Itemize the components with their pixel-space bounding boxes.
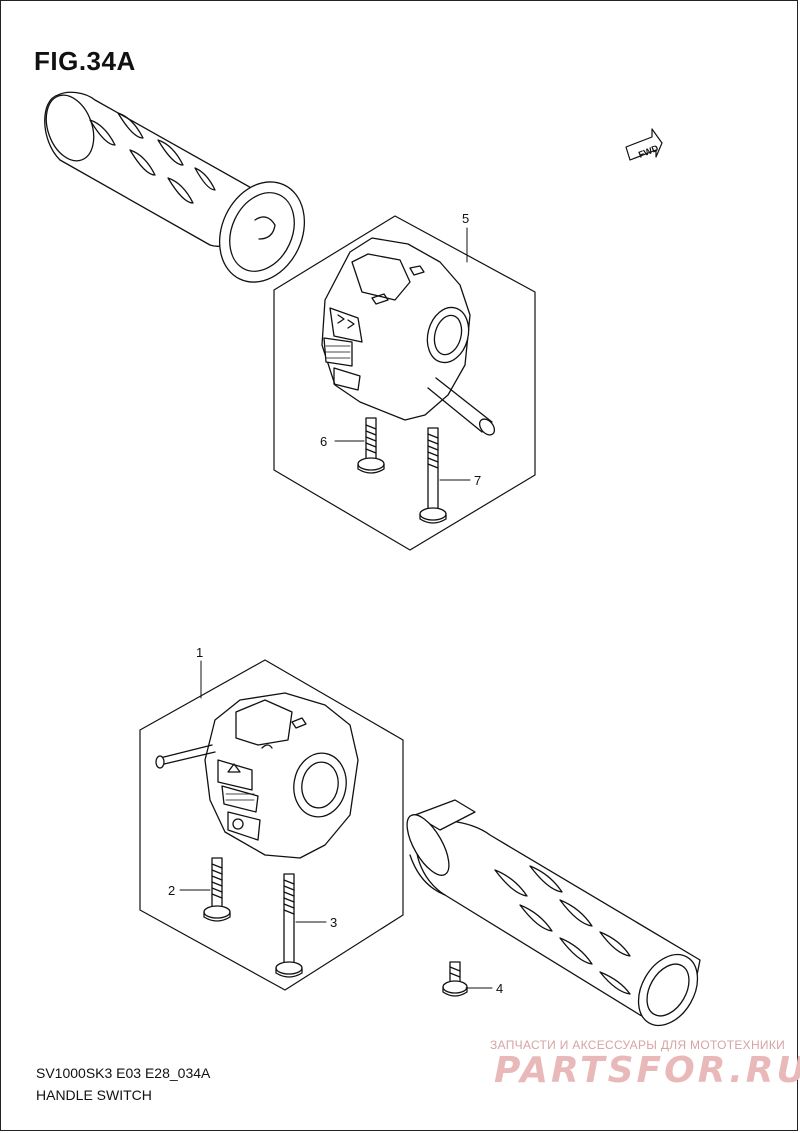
figure-code: SV1000SK3 E03 E28_034A <box>36 1065 211 1081</box>
callout-2: 2 <box>168 883 175 898</box>
screw-2-drawing <box>203 857 231 922</box>
figure-number: FIG.34A <box>34 46 136 76</box>
callout-1: 1 <box>196 645 203 660</box>
throttle-grip-drawing <box>406 799 701 1027</box>
callout-7: 7 <box>474 473 481 488</box>
callout-4: 4 <box>496 981 503 996</box>
watermark-tagline: ЗАПЧАСТИ И АКСЕССУАРЫ ДЛЯ МОТОТЕХНИКИ <box>490 1038 786 1052</box>
leader-lines <box>179 227 493 989</box>
forward-arrow-icon <box>625 128 663 161</box>
screw-7-drawing <box>419 427 447 524</box>
screw-6-drawing <box>357 417 385 474</box>
callout-5: 5 <box>462 211 469 226</box>
figure-name: HANDLE SWITCH <box>36 1087 152 1103</box>
screw-4-drawing <box>442 961 468 997</box>
right-switch-housing-drawing <box>321 237 496 436</box>
screw-3-drawing <box>275 873 303 978</box>
callout-6: 6 <box>320 434 327 449</box>
left-grip-drawing <box>44 91 306 283</box>
left-switch-housing-drawing <box>155 692 359 859</box>
lower-assembly-frame <box>139 659 404 991</box>
watermark-brand: PARTSFOR.RU <box>494 1050 800 1091</box>
upper-assembly-frame <box>273 215 536 551</box>
callout-3: 3 <box>330 915 337 930</box>
